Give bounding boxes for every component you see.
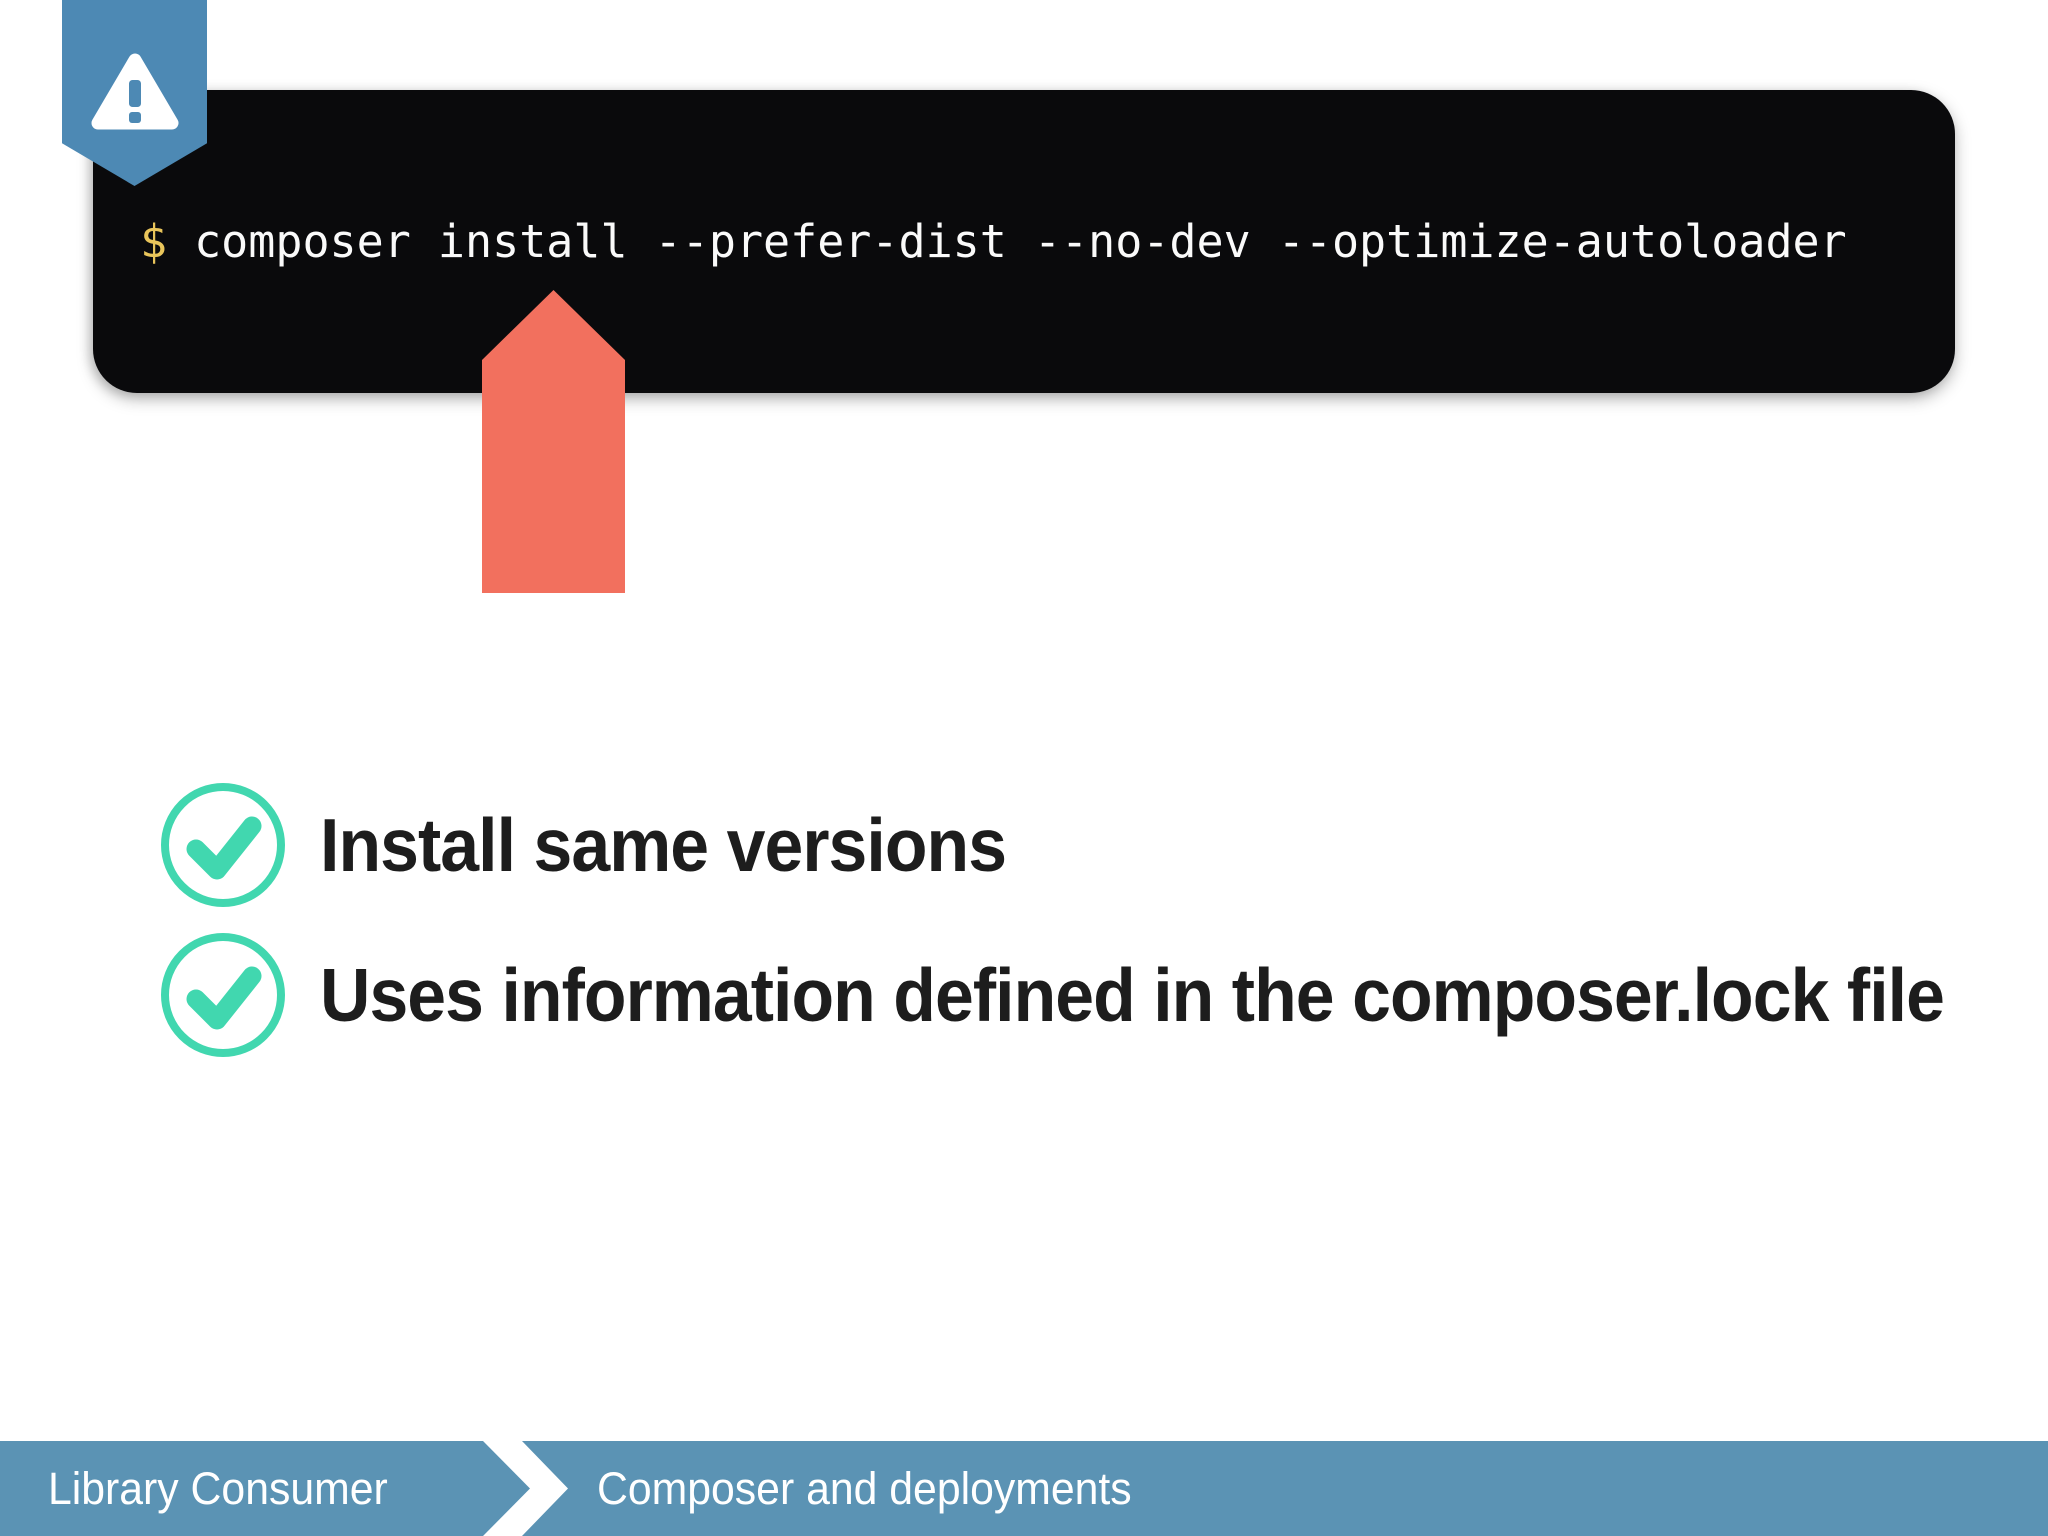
breadcrumb-segment-course: Library Consumer <box>0 1441 530 1536</box>
breadcrumb-label: Library Consumer <box>48 1462 388 1514</box>
breadcrumb-label: Composer and deployments <box>597 1462 1132 1514</box>
bullet-item: Install same versions <box>158 780 1058 910</box>
warning-icon <box>91 53 179 130</box>
bullet-label: Uses information defined in the composer… <box>320 953 1945 1037</box>
command-line: $ composer install --prefer-dist --no-de… <box>140 90 1847 393</box>
terminal-panel: $ composer install --prefer-dist --no-de… <box>93 90 1955 393</box>
breadcrumb-segment-chapter: Composer and deployments <box>522 1441 2048 1536</box>
bullet-item: Uses information defined in the composer… <box>158 930 2048 1060</box>
bullet-label: Install same versions <box>320 803 1007 887</box>
check-icon <box>161 783 285 907</box>
check-icon <box>161 933 285 1057</box>
shell-command: composer install --prefer-dist --no-dev … <box>194 215 1847 268</box>
warning-badge <box>62 0 207 186</box>
shell-prompt: $ <box>140 215 168 268</box>
highlight-arrow-icon <box>482 290 625 593</box>
